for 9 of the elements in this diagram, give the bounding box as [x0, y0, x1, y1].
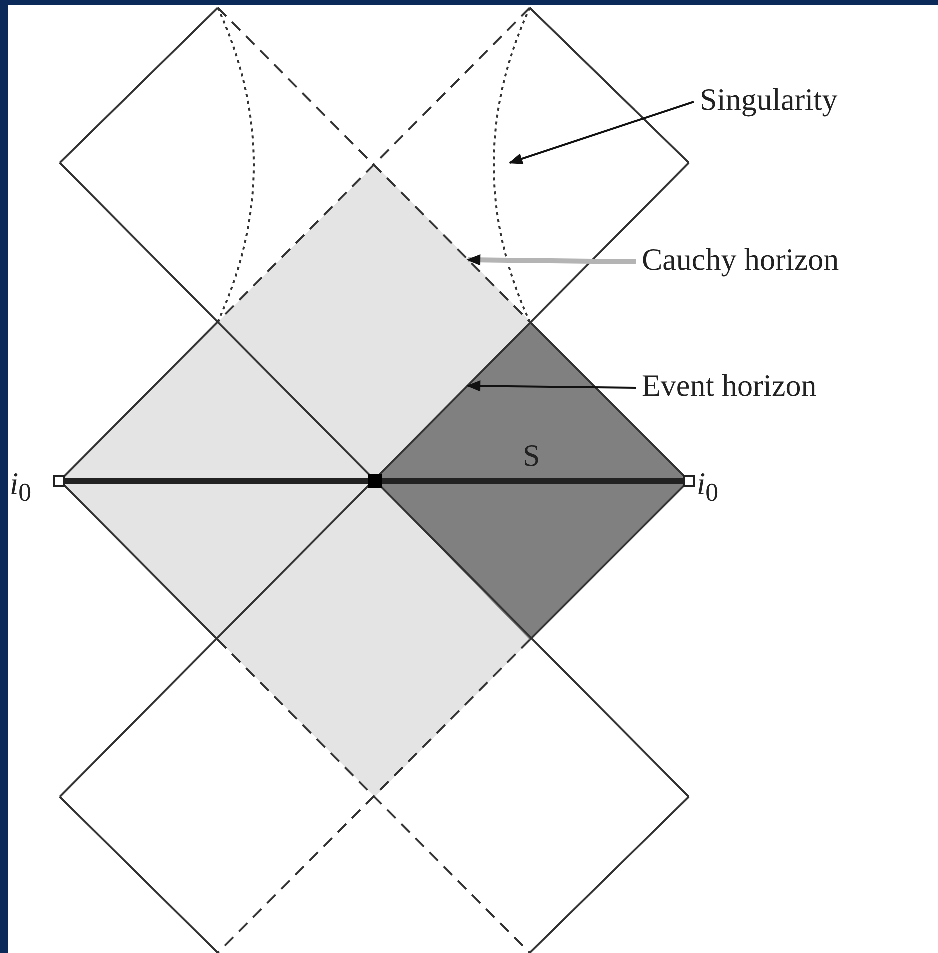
leader-arrow — [466, 380, 636, 392]
region-label: S — [523, 440, 540, 471]
callout-label: Cauchy horizon — [642, 244, 840, 275]
leader-arrow — [466, 254, 636, 266]
infinity-label: i$_{0}$ — [697, 468, 719, 506]
callout-label: Event horizon — [642, 370, 817, 401]
infinity-label: i$_{0}$ — [10, 468, 32, 506]
leader-arrow — [508, 101, 694, 164]
callout-label: Singularity — [700, 84, 838, 115]
